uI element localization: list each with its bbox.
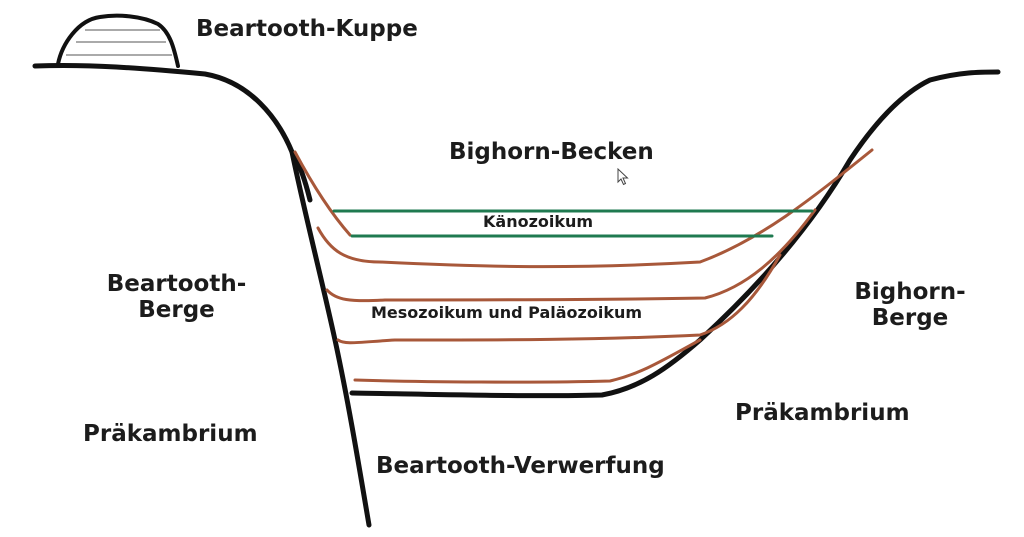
sediment-layers — [293, 148, 874, 384]
kuppe-outcrop — [56, 13, 180, 68]
sediment-layer-3 — [325, 208, 817, 303]
mouse-pointer-icon — [617, 168, 629, 186]
label-mesozoikum-palaozoikum: Mesozoikum und Paläozoikum — [371, 303, 643, 322]
label-kanozoikum: Känozoikum — [483, 212, 594, 231]
sediment-layer-5 — [353, 338, 702, 384]
label-beartooth-kuppe: Beartooth-Kuppe — [196, 16, 418, 42]
sediment-layer-1 — [293, 150, 352, 237]
label-beartooth-berge-line2: Berge — [138, 297, 215, 324]
kanozoikum-bounds — [332, 209, 814, 238]
label-prakambrium-right: Präkambrium — [735, 400, 910, 426]
left-ground-surface — [32, 62, 313, 203]
sediment-layer-2 — [316, 148, 874, 269]
label-bighorn-berge-line1: Bighorn- — [854, 279, 966, 305]
label-beartooth-berge-line1: Beartooth- — [106, 271, 247, 297]
label-beartooth-verwerfung: Beartooth-Verwerfung — [376, 453, 665, 479]
basin-floor-and-right-slope — [349, 69, 1001, 399]
sediment-layer-4 — [336, 253, 782, 345]
label-bighorn-berge: Bighorn- Berge — [830, 279, 990, 332]
beartooth-fault-line — [289, 149, 372, 528]
label-beartooth-berge: Beartooth- Berge — [84, 271, 269, 324]
label-prakambrium-left: Präkambrium — [83, 421, 258, 447]
label-bighorn-becken: Bighorn-Becken — [449, 139, 654, 165]
label-bighorn-berge-line2: Berge — [871, 305, 949, 332]
